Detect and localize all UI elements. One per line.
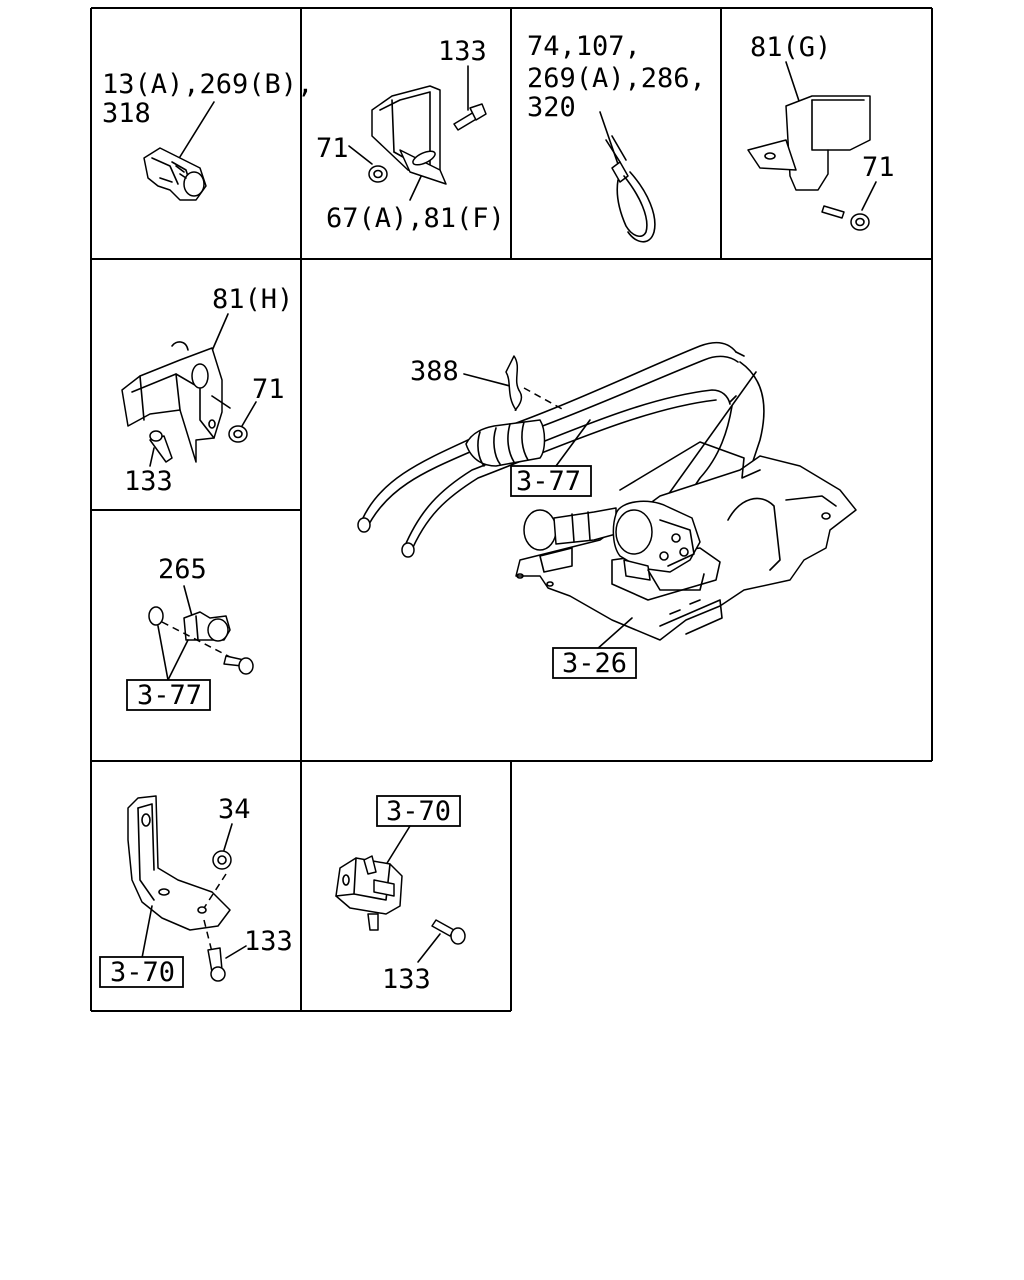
hose-ref-box: [510, 465, 592, 497]
bracket-f-part: [371, 85, 447, 185]
bracket-h-nut-label: 71: [252, 374, 285, 405]
block-ref-box: [376, 795, 461, 827]
clip-label-line2: 318: [102, 98, 151, 129]
bracket-h-bolt-part: [149, 430, 173, 463]
bracket-g-nut-part: [850, 213, 870, 231]
clamp-part: [183, 611, 231, 642]
stay-nut-label: 34: [218, 794, 251, 825]
clip-label-line1: 13(A),269(B),: [102, 69, 313, 100]
junction-block-part: [335, 855, 403, 931]
clamp-label: 265: [158, 554, 207, 585]
panel-bracket-f: 133 71 67(A),81(F): [316, 36, 505, 234]
panel-clamp: 265 3-77: [126, 554, 254, 711]
block-bolt-label: 133: [382, 964, 431, 995]
bracket-f-nut-label: 71: [316, 133, 349, 164]
frame-ref-box: [552, 647, 637, 679]
panel-tie: 74,107, 269(A),286, 320: [527, 31, 706, 243]
clip-leader-line: [177, 101, 215, 161]
stay-bracket-part: [127, 795, 231, 931]
bracket-g-part: [747, 95, 871, 191]
tie-label-line1: 74,107,: [527, 31, 641, 62]
hose-assembly-part: [357, 341, 765, 558]
frame-ref-label: 3-26: [562, 648, 627, 679]
clamp-nut-part: [148, 606, 164, 626]
bracket-g-label: 81(G): [750, 32, 831, 63]
hose-ref-label: 3-77: [516, 466, 581, 497]
cable-tie-part: [605, 135, 656, 243]
bracket-f-bolt-part: [453, 103, 487, 131]
clamp-bolt-part: [223, 655, 254, 675]
panel-block: 3-70 133: [335, 795, 466, 995]
panel-clip: 13(A),269(B), 318: [102, 69, 313, 201]
bracket-f-nut-part: [368, 165, 388, 183]
panel-stay: 34 133 3-70: [99, 794, 293, 988]
bracket-h-part: [121, 341, 231, 463]
block-bolt-part: [431, 919, 466, 945]
bracket-h-nut-part: [228, 425, 248, 443]
stay-ref-label: 3-70: [110, 957, 175, 988]
valve-part: [523, 500, 705, 591]
panel-bracket-g: 81(G) 71: [747, 32, 895, 231]
clamp-ref-label: 3-77: [137, 680, 202, 711]
panel-main: 388 3-77: [357, 341, 857, 679]
sleeve-label: 388: [410, 356, 459, 387]
stay-bolt-label: 133: [244, 926, 293, 957]
bracket-g-nut-label: 71: [862, 152, 895, 183]
block-ref-label: 3-70: [386, 796, 451, 827]
tie-label-line3: 320: [527, 92, 576, 123]
sleeve-part: [505, 355, 523, 411]
bracket-f-bolt-label: 133: [438, 36, 487, 67]
hose-clip-part: [143, 147, 207, 201]
grid-frame: [90, 7, 933, 1012]
bracket-h-label: 81(H): [212, 284, 293, 315]
stay-bolt-part: [207, 947, 226, 982]
bracket-f-bracket-label: 67(A),81(F): [326, 203, 505, 234]
tie-label-line2: 269(A),286,: [527, 63, 706, 94]
bracket-h-bolt-label: 133: [124, 466, 173, 497]
stay-nut-part: [212, 850, 232, 870]
stay-ref-box: [99, 956, 184, 988]
panel-bracket-h: 81(H) 71 133: [121, 284, 293, 497]
clamp-ref-box: [126, 679, 211, 711]
bracket-g-bolt-part: [821, 205, 845, 219]
